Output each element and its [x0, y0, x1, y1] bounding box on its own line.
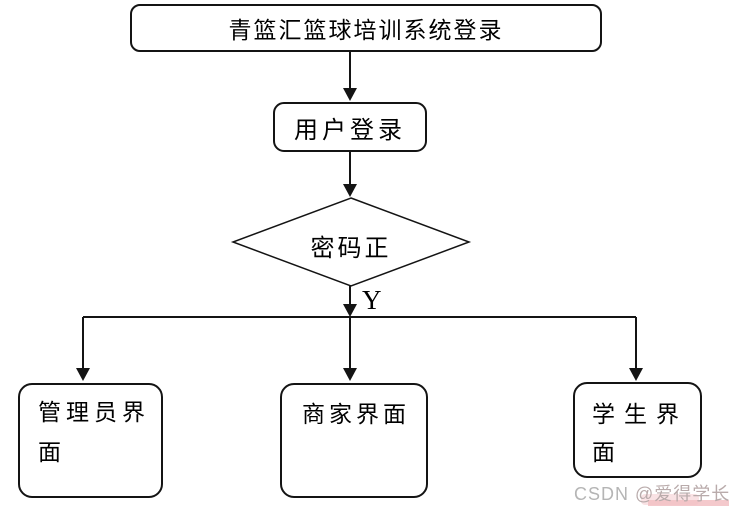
arrowhead-admin	[76, 368, 90, 381]
arrowhead-decision	[343, 184, 357, 197]
node-user-login-label: 用户登录	[294, 115, 406, 144]
node-admin-interface: 管理员界面	[18, 383, 163, 498]
branch-yes-label: Y	[362, 285, 382, 315]
csdn-watermark-brand: CSDN	[574, 484, 636, 504]
arrowhead-login	[343, 88, 357, 101]
node-system-login-title-label: 青篮汇篮球培训系统登录	[228, 18, 504, 44]
node-merchant-interface-label: 商家界面	[302, 402, 410, 428]
node-student-interface: 学生界面	[573, 382, 702, 478]
node-merchant-interface: 商家界面	[280, 383, 428, 498]
arrowhead-merchant	[343, 368, 357, 381]
arrowhead-student	[629, 368, 643, 381]
csdn-watermark: CSDN @爱得学长	[574, 480, 729, 506]
node-student-interface-label: 学生界面	[592, 402, 688, 466]
node-admin-interface-label: 管理员界面	[38, 400, 150, 466]
watermark-pink-bar	[648, 500, 729, 506]
node-user-login: 用户登录	[273, 102, 427, 152]
watermark-pink-blob	[641, 494, 699, 505]
csdn-watermark-user: @爱得学长	[635, 484, 729, 504]
node-system-login-title: 青篮汇篮球培训系统登录	[130, 4, 602, 52]
decision-password-label: 密码正	[310, 234, 392, 262]
arrowhead-junction	[343, 304, 357, 317]
